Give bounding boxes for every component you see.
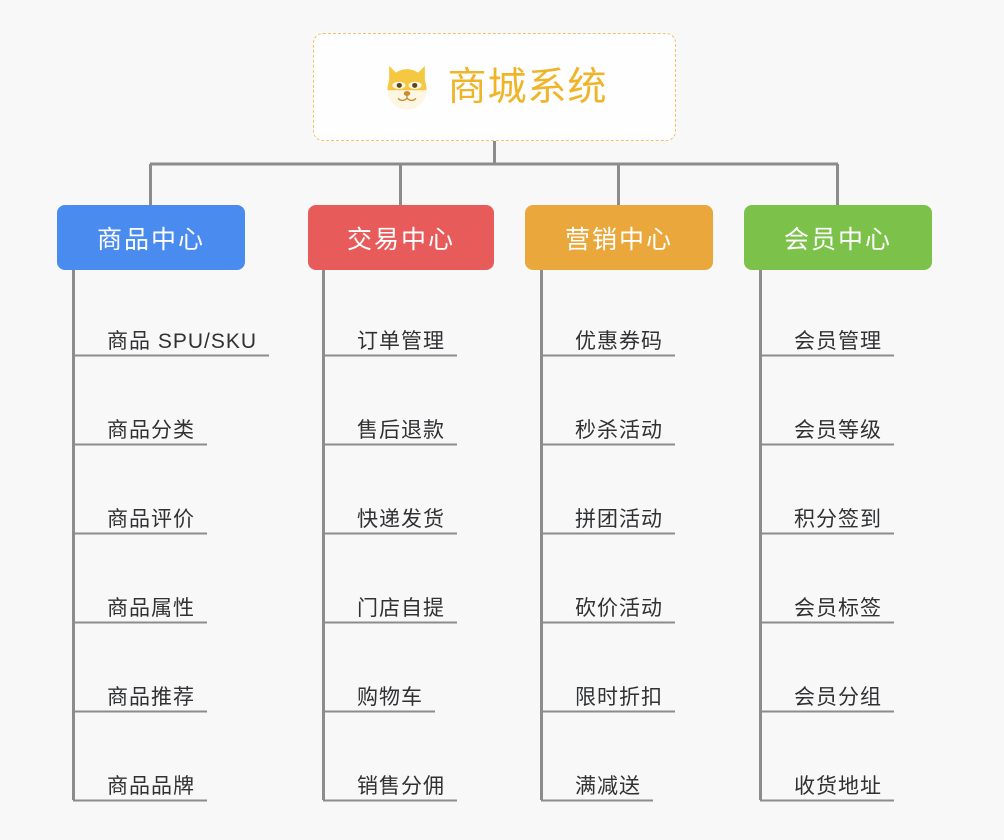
leaf-item-label[interactable]: 商品分类 <box>107 419 195 442</box>
leaf-item-label[interactable]: 售后退款 <box>357 419 445 442</box>
category-header-member-center[interactable]: 会员中心 <box>744 205 932 270</box>
leaf-item-label[interactable]: 积分签到 <box>794 508 882 531</box>
leaf-item-label[interactable]: 会员等级 <box>794 419 882 442</box>
leaf-item-label[interactable]: 商品品牌 <box>107 775 195 798</box>
root-node[interactable]: 商城系统 <box>313 33 676 141</box>
root-title: 商城系统 <box>447 65 608 109</box>
category-header-marketing-center[interactable]: 营销中心 <box>525 205 713 270</box>
category-header-product-center[interactable]: 商品中心 <box>57 205 245 270</box>
leaf-item-label[interactable]: 快递发货 <box>357 508 445 531</box>
leaf-item-label[interactable]: 销售分佣 <box>357 775 445 798</box>
leaf-item-label[interactable]: 商品属性 <box>107 597 195 620</box>
shiba-dog-face-icon <box>387 65 427 110</box>
category-column-product-center: 商品中心 <box>57 205 245 270</box>
category-header-trade-center[interactable]: 交易中心 <box>308 205 494 270</box>
leaf-item-label[interactable]: 商品评价 <box>107 508 195 531</box>
leaf-item-label[interactable]: 收货地址 <box>794 775 882 798</box>
leaf-item-label[interactable]: 会员管理 <box>794 330 882 353</box>
category-column-member-center: 会员中心 <box>744 205 932 270</box>
leaf-item-label[interactable]: 会员分组 <box>794 686 882 709</box>
leaf-item-label[interactable]: 拼团活动 <box>575 508 663 531</box>
leaf-item-label[interactable]: 秒杀活动 <box>575 419 663 442</box>
leaf-item-label[interactable]: 订单管理 <box>357 330 445 353</box>
leaf-item-label[interactable]: 商品 SPU/SKU <box>107 330 258 353</box>
category-column-marketing-center: 营销中心 <box>525 205 713 270</box>
category-column-trade-center: 交易中心 <box>308 205 494 270</box>
leaf-item-label[interactable]: 砍价活动 <box>575 597 663 620</box>
leaf-item-label[interactable]: 会员标签 <box>794 597 882 620</box>
leaf-item-label[interactable]: 限时折扣 <box>575 686 663 709</box>
leaf-item-label[interactable]: 门店自提 <box>357 597 445 620</box>
leaf-item-label[interactable]: 优惠券码 <box>575 330 663 353</box>
leaf-item-label[interactable]: 满减送 <box>575 775 641 798</box>
leaf-item-label[interactable]: 购物车 <box>357 686 423 709</box>
leaf-item-label[interactable]: 商品推荐 <box>107 686 195 709</box>
